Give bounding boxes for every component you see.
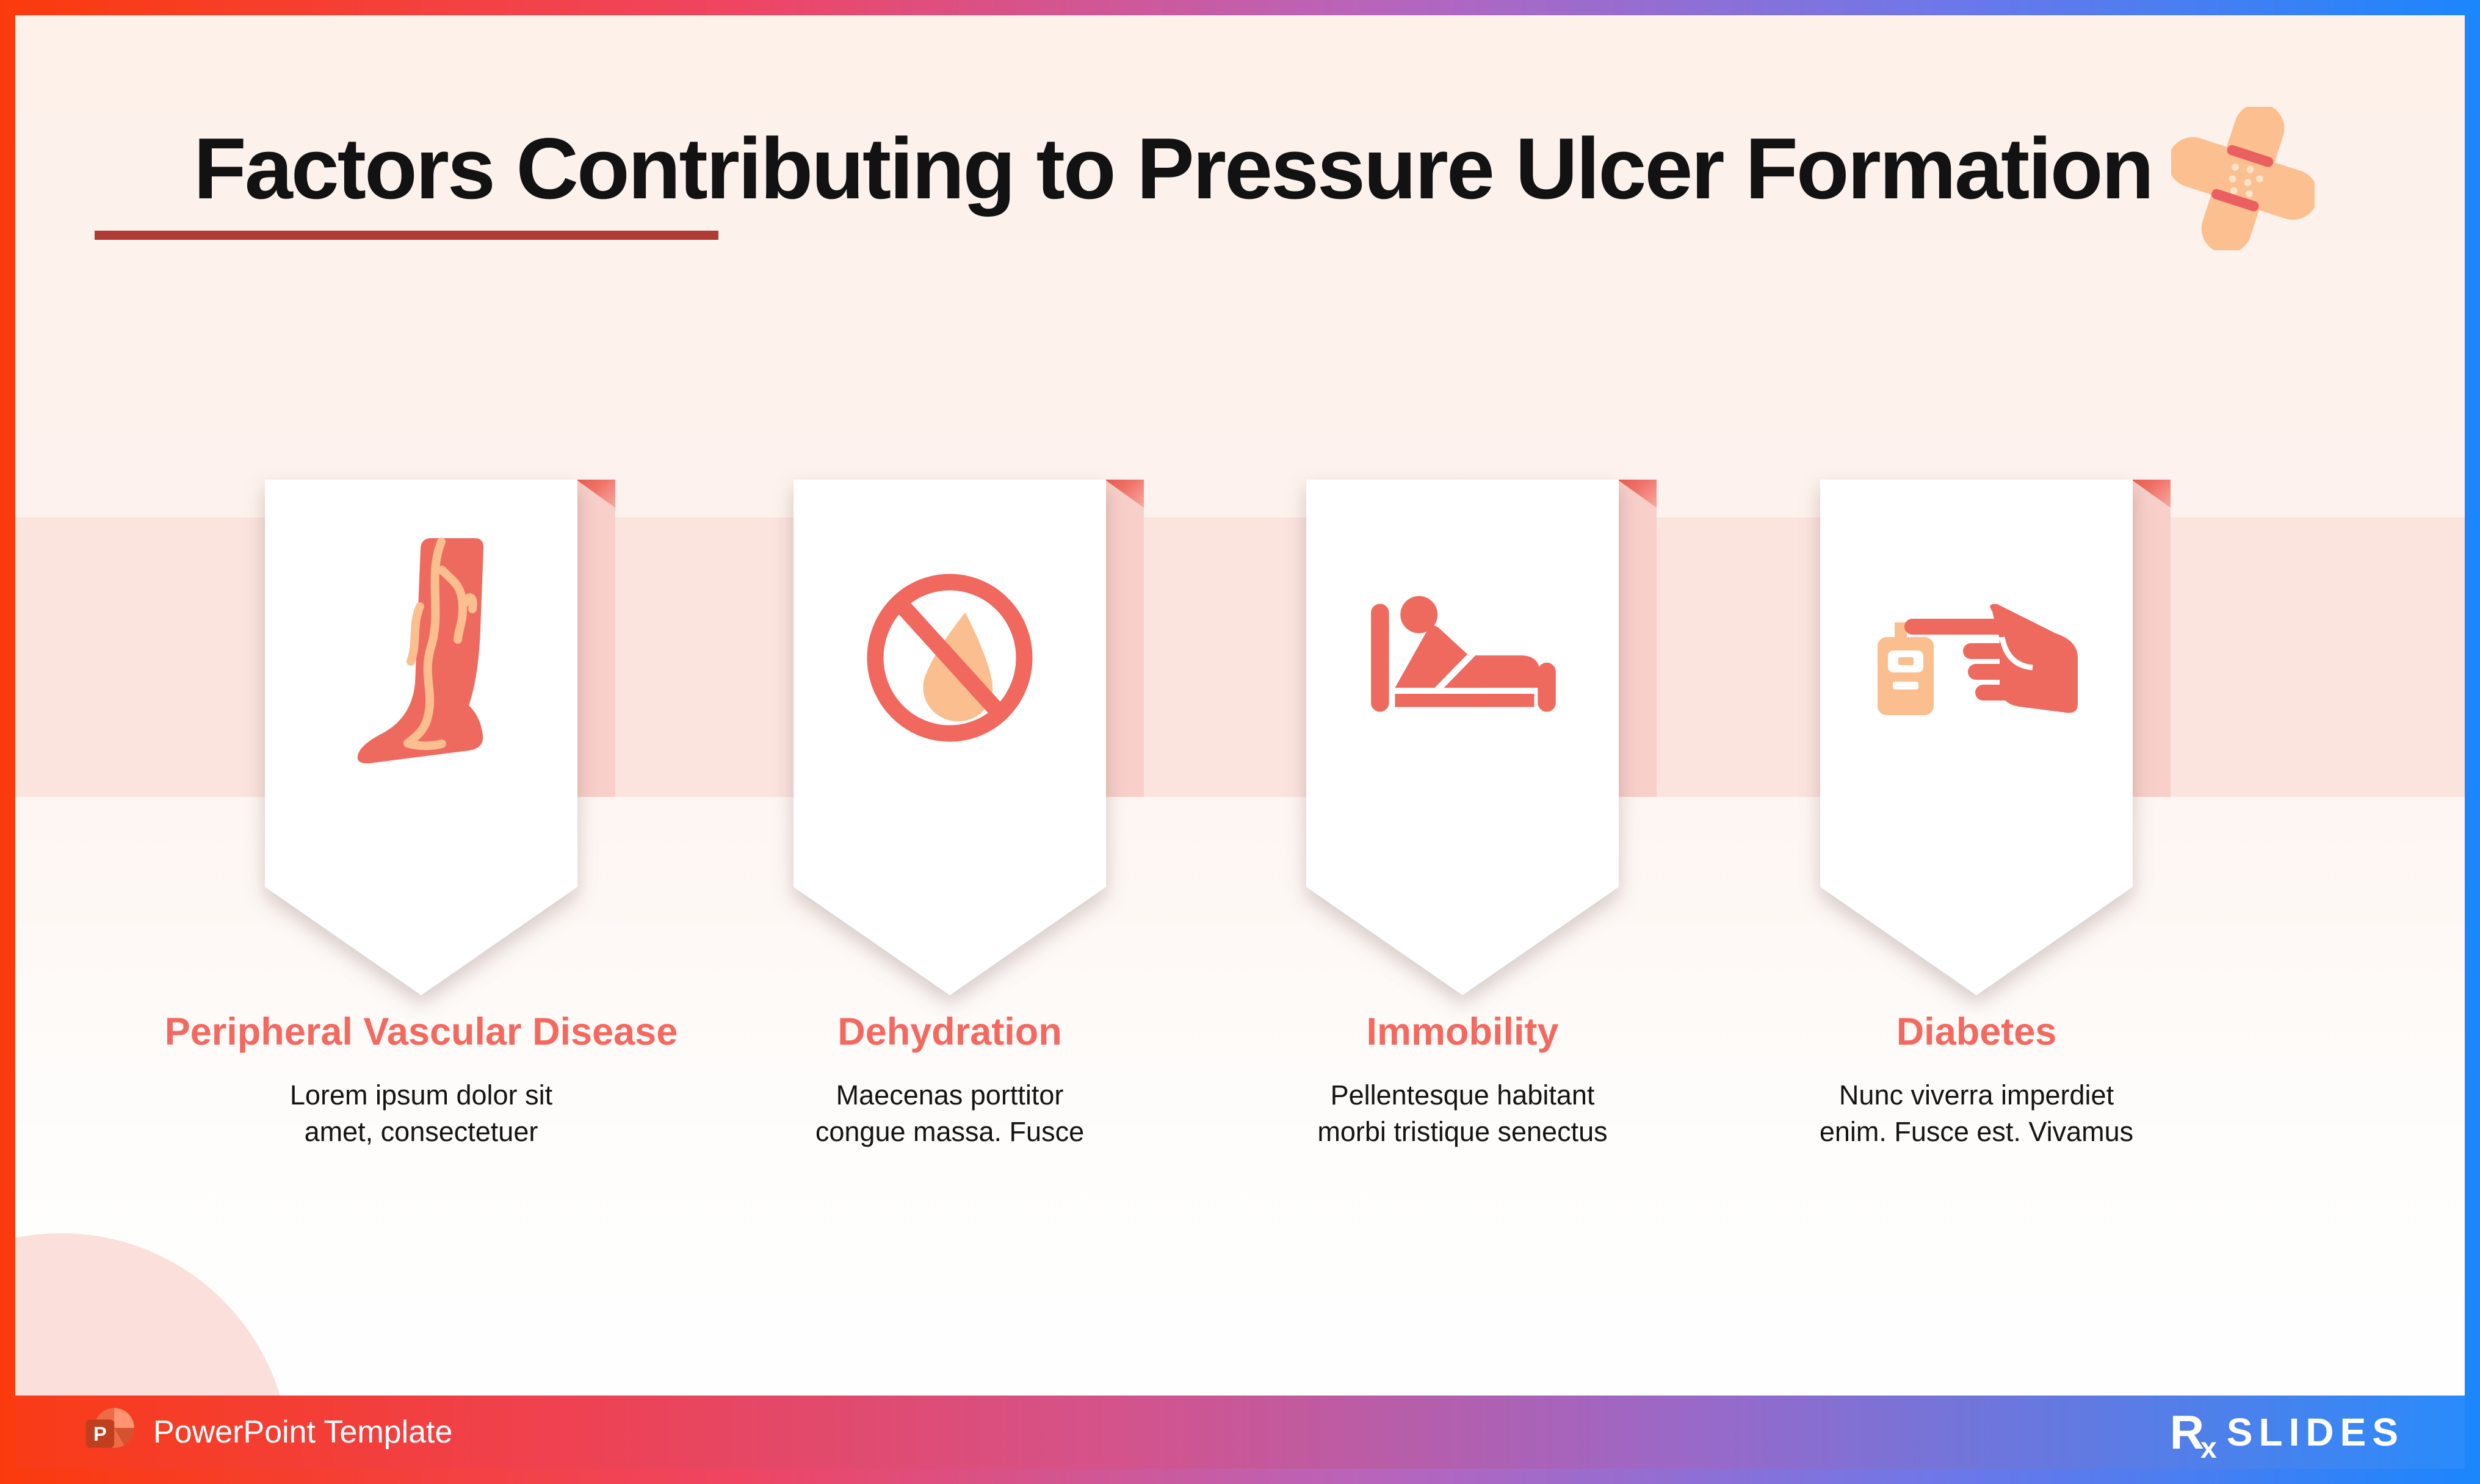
crossed-bandage-icon (2167, 103, 2318, 254)
ribbon-dehydration (794, 480, 1144, 995)
ribbon-peripheral-vascular-disease (265, 480, 615, 995)
slide-canvas: Factors Contributing to Pressure Ulcer F… (15, 15, 2465, 1469)
ribbon-front (1820, 480, 2133, 995)
ribbon-front (1306, 480, 1619, 995)
ribbon-back (1105, 480, 1144, 797)
rx-logo-x: x (2200, 1432, 2217, 1464)
page-title: Factors Contributing to Pressure Ulcer F… (193, 120, 2154, 217)
footer-brand-label: PowerPoint Template (153, 1414, 453, 1450)
factor-name-diabetes: Diabetes (1896, 1010, 2057, 1053)
ribbon-immobility (1306, 480, 1657, 995)
svg-text:P: P (93, 1422, 107, 1445)
factor-name-dehydration: Dehydration (837, 1010, 1062, 1053)
patient-in-bed-icon (1366, 588, 1558, 732)
no-water-drop-icon (866, 572, 1033, 747)
factor-name-immobility: Immobility (1366, 1010, 1559, 1053)
factor-name-peripheral-vascular-disease: Peripheral Vascular Disease (164, 1010, 678, 1053)
ribbon-diabetes (1820, 480, 2171, 995)
ribbon-back (576, 480, 615, 797)
title-underline (95, 231, 718, 240)
rx-logo-slides: SLIDES (2226, 1410, 2404, 1454)
powerpoint-icon: P (85, 1406, 137, 1458)
rx-logo-r: R (2169, 1405, 2205, 1459)
leg-veins-icon (349, 532, 493, 788)
ribbon-back (2131, 480, 2171, 797)
ribbon-back (1618, 480, 1657, 797)
glucose-meter-hand-icon (1873, 602, 2080, 724)
